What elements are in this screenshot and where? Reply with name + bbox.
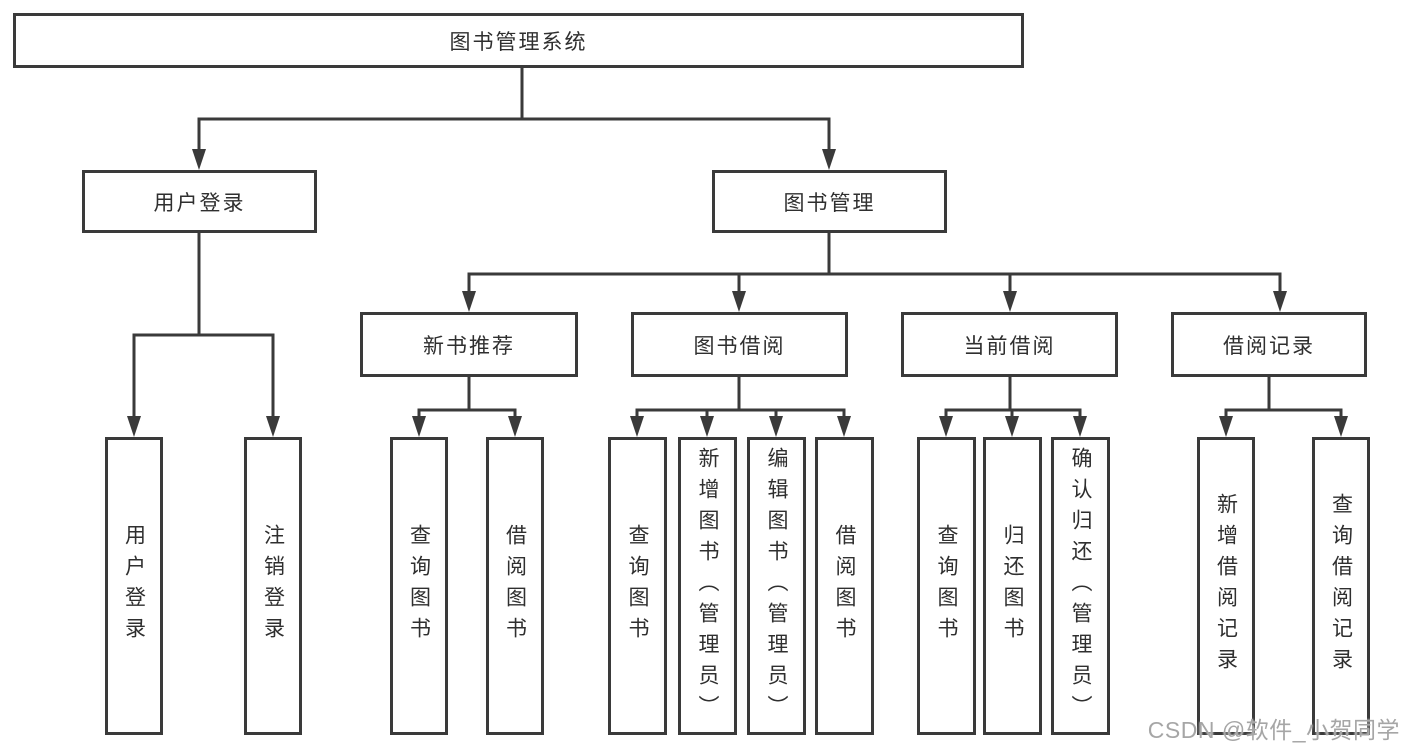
node-label: 借阅图书 <box>833 524 857 648</box>
node-leaf-query-books-recommend: 查询图书 <box>390 437 448 735</box>
node-label: 查询图书 <box>626 524 650 648</box>
node-leaf-add-books-admin: 新增图书（管理员） <box>678 437 737 735</box>
node-leaf-query-books-borrowing: 查询图书 <box>608 437 667 735</box>
node-label: 图书管理 <box>783 191 876 215</box>
node-user-login: 用户登录 <box>82 170 317 233</box>
node-leaf-query-borrow-record: 查询借阅记录 <box>1312 437 1370 735</box>
node-label: 用户登录 <box>122 524 146 648</box>
node-label: 新增借阅记录 <box>1214 493 1238 679</box>
node-label: 查询图书 <box>407 524 431 648</box>
node-label: 图书借阅 <box>693 334 786 358</box>
node-label: 查询借阅记录 <box>1329 493 1353 679</box>
node-leaf-borrow-books: 借阅图书 <box>815 437 874 735</box>
node-leaf-borrow-books-recommend: 借阅图书 <box>486 437 544 735</box>
node-leaf-confirm-return-admin: 确认归还（管理员） <box>1051 437 1110 735</box>
node-label: 借阅记录 <box>1223 334 1315 358</box>
node-leaf-logout: 注销登录 <box>244 437 302 735</box>
node-leaf-return-books: 归还图书 <box>983 437 1042 735</box>
node-label: 确认归还（管理员） <box>1069 446 1093 726</box>
node-label: 查询图书 <box>935 524 959 648</box>
node-label: 借阅图书 <box>503 524 527 648</box>
node-leaf-query-books-current: 查询图书 <box>917 437 976 735</box>
node-label: 新增图书（管理员） <box>696 446 720 726</box>
node-borrowing-records: 借阅记录 <box>1171 312 1367 377</box>
node-label: 用户登录 <box>153 191 246 215</box>
node-label: 当前借阅 <box>963 334 1056 358</box>
node-label: 新书推荐 <box>423 334 515 358</box>
node-label: 归还图书 <box>1001 524 1025 648</box>
node-label: 注销登录 <box>261 524 285 648</box>
node-current-borrowing: 当前借阅 <box>901 312 1118 377</box>
node-library-management-system: 图书管理系统 <box>13 13 1024 68</box>
node-label: 编辑图书（管理员） <box>765 446 789 726</box>
node-leaf-add-borrow-record: 新增借阅记录 <box>1197 437 1255 735</box>
node-book-management: 图书管理 <box>712 170 947 233</box>
arrowheads <box>127 149 1348 437</box>
node-label: 图书管理系统 <box>449 30 588 54</box>
node-leaf-edit-books-admin: 编辑图书（管理员） <box>747 437 806 735</box>
node-leaf-user-login: 用户登录 <box>105 437 163 735</box>
node-book-borrowing: 图书借阅 <box>631 312 848 377</box>
node-new-book-recommend: 新书推荐 <box>360 312 578 377</box>
